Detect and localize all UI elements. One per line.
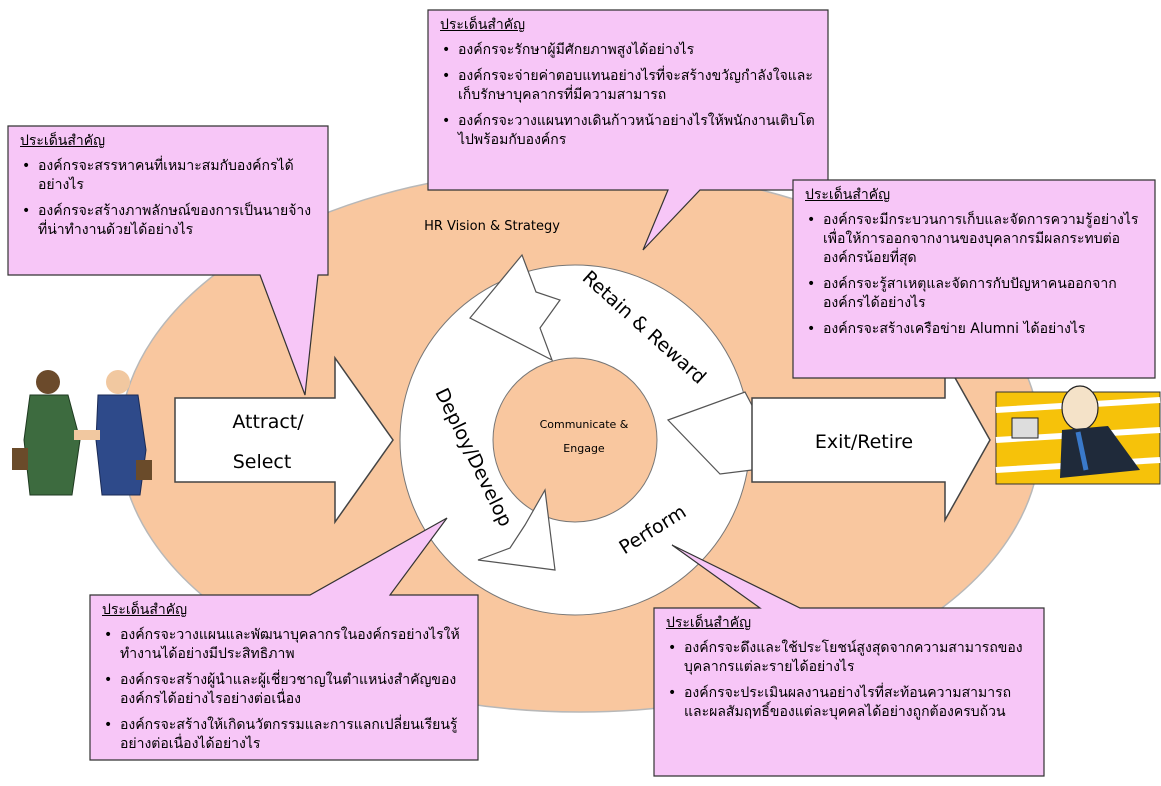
- callout-item: องค์กรจะวางแผนทางเดินก้าวหน้าอย่างไรให้พ…: [442, 112, 816, 150]
- callout-title: ประเด็นสำคัญ: [440, 17, 526, 33]
- callout-item: องค์กรจะจ่ายค่าตอบแทนอย่างไรที่จะสร้างขว…: [442, 67, 816, 105]
- callout-title: ประเด็นสำคัญ: [805, 187, 891, 203]
- center-label-line1: Communicate &: [540, 418, 629, 431]
- callout-title: ประเด็นสำคัญ: [102, 602, 188, 618]
- callout-attract: ประเด็นสำคัญ องค์กรจะสรรหาคนที่เหมาะสมกั…: [8, 126, 328, 253]
- callout-list: องค์กรจะรักษาผู้มีศักยภาพสูงได้อย่างไร อ…: [440, 41, 816, 150]
- center-label-line2: Engage: [563, 442, 605, 455]
- attract-label-line2: Select: [233, 451, 292, 473]
- exit-arrow: [751, 357, 991, 523]
- callout-list: องค์กรจะดึงและใช้ประโยชน์สูงสุดจากความสา…: [666, 639, 1032, 722]
- callout-item: องค์กรจะรู้สาเหตุและจัดการกับปัญหาคนออกจ…: [807, 275, 1143, 313]
- attract-label-line1: Attract/: [232, 411, 304, 433]
- callout-item: องค์กรจะสร้างภาพลักษณ์ของการเป็นนายจ้างท…: [22, 202, 316, 240]
- running-businessman-illustration: [995, 385, 1161, 485]
- callout-title: ประเด็นสำคัญ: [666, 615, 752, 631]
- callout-list: องค์กรจะมีกระบวนการเก็บและจัดการความรู้อ…: [805, 211, 1143, 339]
- callout-item: องค์กรจะมีกระบวนการเก็บและจัดการความรู้อ…: [807, 211, 1143, 268]
- callout-exit: ประเด็นสำคัญ องค์กรจะมีกระบวนการเก็บและจ…: [793, 180, 1155, 352]
- callout-item: องค์กรจะสรรหาคนที่เหมาะสมกับองค์กรได้อย่…: [22, 157, 316, 195]
- callout-retain: ประเด็นสำคัญ องค์กรจะรักษาผู้มีศักยภาพสู…: [428, 10, 828, 163]
- attract-arrow: [174, 355, 394, 525]
- callout-perform: ประเด็นสำคัญ องค์กรจะดึงและใช้ประโยชน์สู…: [654, 608, 1044, 735]
- callout-item: องค์กรจะสร้างเครือข่าย Alumni ได้อย่างไร: [807, 320, 1143, 339]
- callout-item: องค์กรจะสร้างผู้นำและผู้เชี่ยวชาญในตำแหน…: [104, 671, 466, 709]
- callout-item: องค์กรจะรักษาผู้มีศักยภาพสูงได้อย่างไร: [442, 41, 816, 60]
- vision-label: HR Vision & Strategy: [424, 219, 560, 234]
- exit-label: Exit/Retire: [815, 431, 913, 453]
- callout-list: องค์กรจะวางแผนและพัฒนาบุคลากรในองค์กรอย่…: [102, 626, 466, 754]
- callout-item: องค์กรจะประเมินผลงานอย่างไรที่สะท้อนความ…: [668, 684, 1032, 722]
- handshake-illustration: [12, 370, 152, 496]
- callout-item: องค์กรจะดึงและใช้ประโยชน์สูงสุดจากความสา…: [668, 639, 1032, 677]
- callout-item: องค์กรจะสร้างให้เกิดนวัตกรรมและการแลกเปล…: [104, 716, 466, 754]
- callout-develop: ประเด็นสำคัญ องค์กรจะวางแผนและพัฒนาบุคลา…: [90, 595, 478, 767]
- callout-title: ประเด็นสำคัญ: [20, 133, 106, 149]
- ring-arrowhead-top: [469, 253, 561, 362]
- ring-arrowhead-bottom: [477, 488, 556, 571]
- callout-list: องค์กรจะสรรหาคนที่เหมาะสมกับองค์กรได้อย่…: [20, 157, 316, 240]
- callout-item: องค์กรจะวางแผนและพัฒนาบุคลากรในองค์กรอย่…: [104, 626, 466, 664]
- center-circle: [492, 357, 658, 523]
